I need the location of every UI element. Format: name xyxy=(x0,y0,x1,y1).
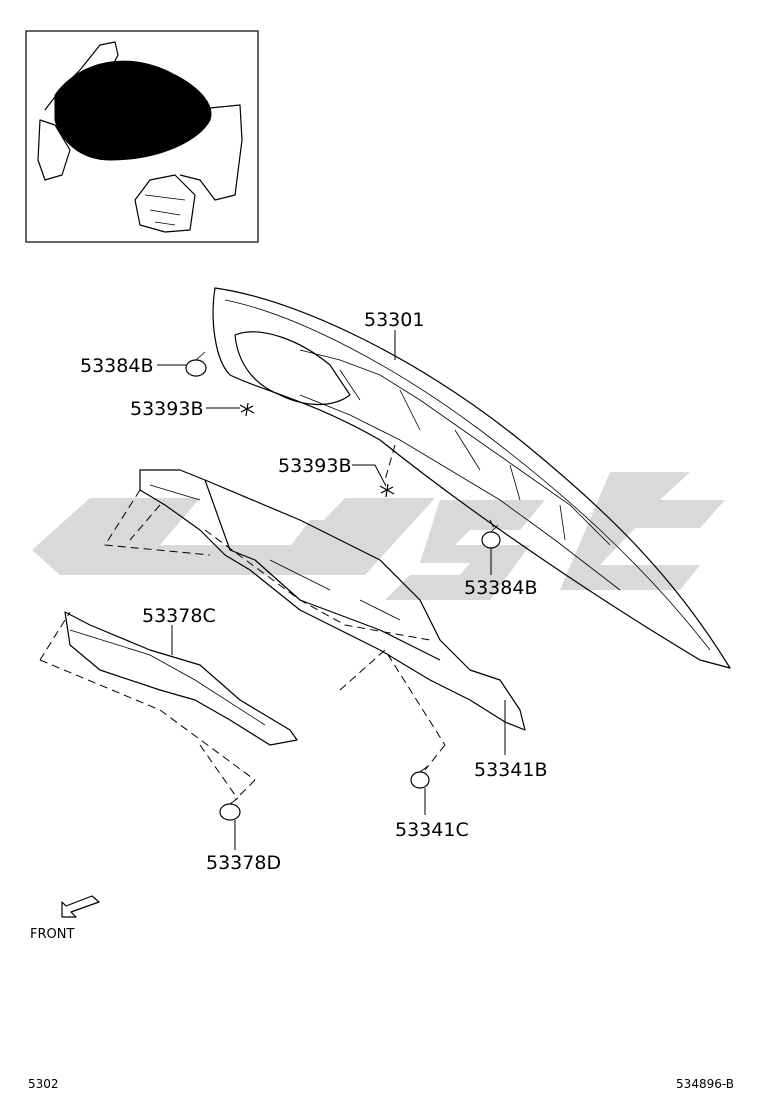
insulator-inner-line xyxy=(204,479,441,661)
inset-hood xyxy=(54,60,212,161)
hood-rib-top xyxy=(299,349,611,546)
illustration-code: 534896-B xyxy=(676,1077,734,1091)
hood-outline xyxy=(212,287,731,669)
side-insulator-outline xyxy=(64,611,298,746)
fastener-53384b-lower xyxy=(481,524,501,549)
watermark-logo xyxy=(32,472,725,600)
label-53378c: 53378C xyxy=(142,605,216,627)
inset-liner-right xyxy=(134,174,196,233)
leader-lines xyxy=(157,330,506,850)
inset-liner-detail xyxy=(144,194,186,226)
label-53393b-left: 53393B xyxy=(130,398,203,420)
hood-crossribs xyxy=(339,369,566,541)
page-code: 5302 xyxy=(28,1077,59,1091)
label-53341b: 53341B xyxy=(474,759,547,781)
insulator-outline xyxy=(139,469,526,731)
fastener-53393b-center xyxy=(379,483,395,498)
label-53301: 53301 xyxy=(364,309,424,331)
insulator-detail xyxy=(149,484,401,621)
label-53384b-upper: 53384B xyxy=(80,355,153,377)
hood-panel xyxy=(212,287,731,669)
inset-fender-right xyxy=(174,104,243,201)
assembly-guides xyxy=(39,444,496,801)
inset-liner-left xyxy=(37,119,71,181)
fastener-53341c xyxy=(410,765,430,789)
fastener-53393b-left xyxy=(239,402,255,417)
fastener-53378d xyxy=(219,797,241,821)
label-53341c: 53341C xyxy=(395,819,469,841)
vehicle-overview-inset xyxy=(25,30,259,243)
side-insulator xyxy=(64,611,298,746)
front-direction-arrow-icon xyxy=(61,895,100,918)
side-insulator-rib xyxy=(69,629,266,726)
fastener-53384b-upper xyxy=(185,351,207,377)
label-53378d: 53378D xyxy=(206,852,281,874)
front-label: FRONT xyxy=(30,927,74,942)
hood-edge-inner xyxy=(224,299,711,651)
hood-inner-panel-left xyxy=(234,331,351,406)
hood-insulator xyxy=(139,469,526,731)
label-53384b-lower: 53384B xyxy=(464,577,537,599)
hood-rib-bottom xyxy=(299,394,621,591)
label-53393b-center: 53393B xyxy=(278,455,351,477)
